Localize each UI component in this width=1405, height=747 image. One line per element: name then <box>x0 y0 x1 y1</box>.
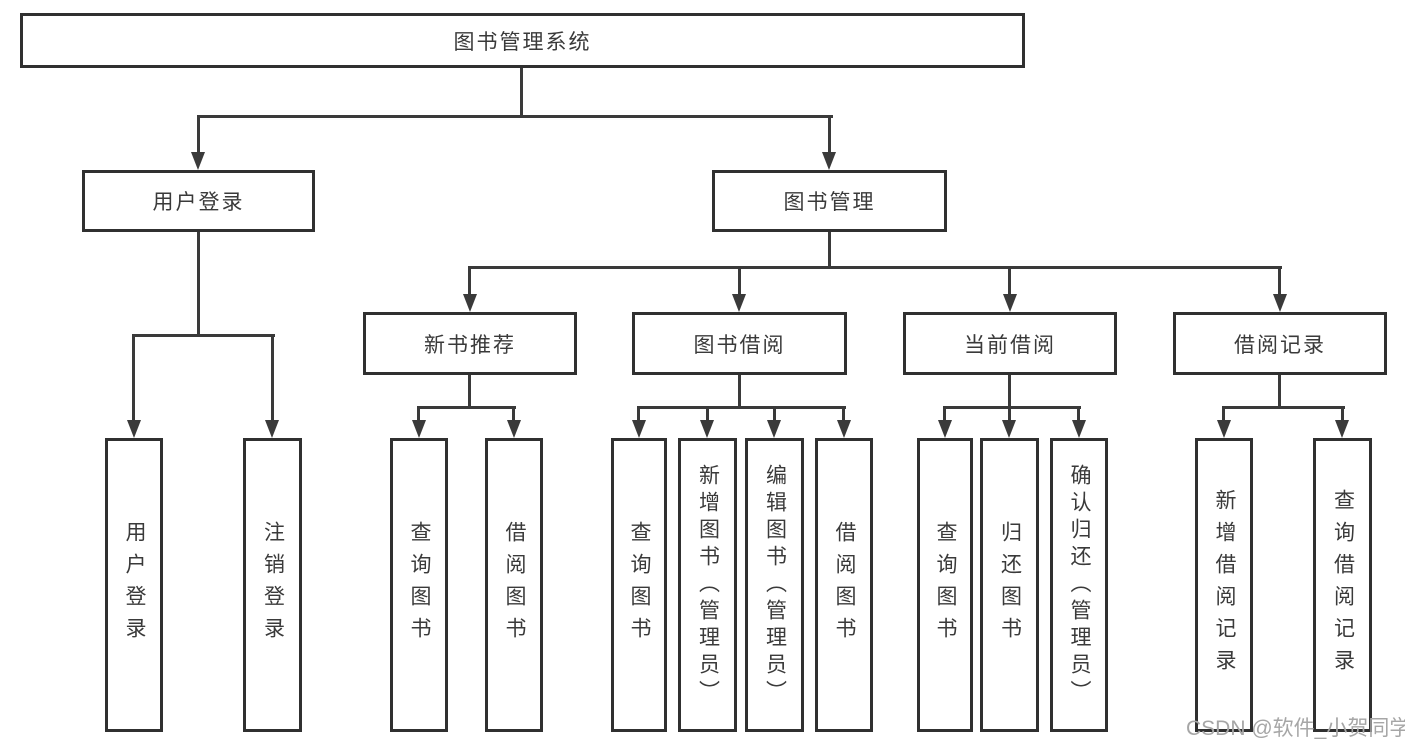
arrowhead-e1 <box>1217 420 1231 438</box>
connector-drop-current-borrow <box>1008 266 1011 298</box>
connector-level2-split <box>468 266 1282 269</box>
node-book-management: 图书管理 <box>712 170 947 232</box>
arrowhead-book-borrow <box>732 294 746 312</box>
leaf-return-books: 归还图书 <box>980 438 1039 732</box>
csdn-watermark: CSDN @软件_小贺同学 <box>1186 717 1405 740</box>
node-new-book-recommend: 新书推荐 <box>363 312 577 375</box>
leaf-query-books-c: 查询图书 <box>611 438 667 732</box>
connector-drop-borrow-records <box>1278 266 1281 298</box>
node-book-borrowing: 图书借阅 <box>632 312 847 375</box>
node-borrowing-records: 借阅记录 <box>1173 312 1387 375</box>
connector-borrow-records-stem <box>1278 374 1281 408</box>
arrowhead-d3 <box>1072 420 1086 438</box>
connector-drop-book-mgmt <box>828 115 831 155</box>
arrowhead-new-book <box>463 294 477 312</box>
leaf-logout: 注销登录 <box>243 438 302 732</box>
leaf-query-borrow-record: 查询借阅记录 <box>1313 438 1372 732</box>
node-user-login: 用户登录 <box>82 170 315 232</box>
leaf-add-books-admin: 新增图书（管理员） <box>678 438 737 732</box>
connector-drop-c1 <box>637 406 640 424</box>
arrowhead-a1 <box>127 420 141 438</box>
arrowhead-user-login <box>191 152 205 170</box>
leaf-edit-books-admin: 编辑图书（管理员） <box>745 438 804 732</box>
connector-level1-split <box>197 115 833 118</box>
connector-root-stem <box>520 67 523 118</box>
connector-groupA-split <box>132 334 275 337</box>
connector-groupE-split <box>1222 406 1345 409</box>
connector-drop-e2 <box>1341 406 1344 424</box>
connector-drop-d2 <box>1008 406 1011 424</box>
connector-groupD-split <box>943 406 1081 409</box>
leaf-user-login: 用户登录 <box>105 438 163 732</box>
leaf-confirm-return-admin: 确认归还（管理员） <box>1050 438 1108 732</box>
connector-drop-e1 <box>1222 406 1225 424</box>
connector-drop-new-book <box>468 266 471 298</box>
connector-book-borrow-stem <box>738 374 741 408</box>
arrowhead-d2 <box>1002 420 1016 438</box>
connector-groupC-split <box>637 406 846 409</box>
connector-new-book-stem <box>468 374 471 408</box>
leaf-borrow-books-c: 借阅图书 <box>815 438 873 732</box>
connector-drop-c3 <box>773 406 776 424</box>
leaf-borrow-books-b: 借阅图书 <box>485 438 543 732</box>
connector-user-login-stem <box>197 231 200 337</box>
node-root-system: 图书管理系统 <box>20 13 1025 68</box>
connector-drop-a2 <box>271 334 274 424</box>
arrowhead-c2 <box>700 420 714 438</box>
connector-drop-d1 <box>943 406 946 424</box>
arrowhead-borrow-records <box>1273 294 1287 312</box>
leaf-query-books-d: 查询图书 <box>917 438 973 732</box>
connector-drop-book-borrow <box>738 266 741 298</box>
arrowhead-c1 <box>632 420 646 438</box>
leaf-add-borrow-record: 新增借阅记录 <box>1195 438 1253 732</box>
arrowhead-e2 <box>1335 420 1349 438</box>
connector-book-mgmt-stem <box>828 231 831 269</box>
arrowhead-b1 <box>412 420 426 438</box>
connector-drop-a1 <box>132 334 135 424</box>
leaf-query-books-b: 查询图书 <box>390 438 448 732</box>
connector-drop-c2 <box>706 406 709 424</box>
arrowhead-a2 <box>265 420 279 438</box>
connector-drop-b1 <box>417 406 420 424</box>
connector-drop-d3 <box>1077 406 1080 424</box>
connector-current-borrow-stem <box>1008 374 1011 408</box>
connector-drop-b2 <box>512 406 515 424</box>
arrowhead-current-borrow <box>1003 294 1017 312</box>
node-current-borrowing: 当前借阅 <box>903 312 1117 375</box>
arrowhead-d1 <box>938 420 952 438</box>
arrowhead-book-mgmt <box>822 152 836 170</box>
connector-drop-user-login <box>197 115 200 155</box>
arrowhead-b2 <box>507 420 521 438</box>
arrowhead-c4 <box>837 420 851 438</box>
arrowhead-c3 <box>767 420 781 438</box>
connector-groupB-split <box>417 406 516 409</box>
connector-drop-c4 <box>842 406 845 424</box>
